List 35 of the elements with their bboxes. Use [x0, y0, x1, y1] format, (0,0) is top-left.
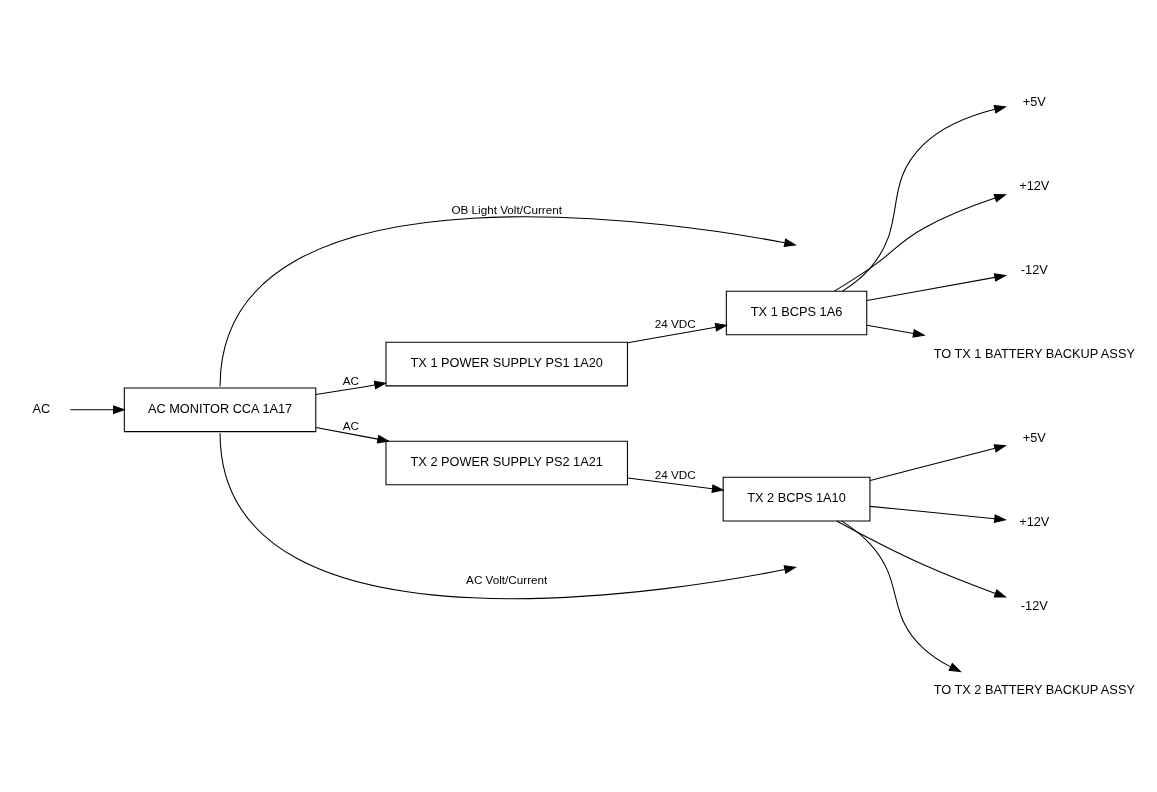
arrow: [315, 380, 388, 395]
arrow: [219, 432, 797, 599]
edge-label: AC: [342, 373, 359, 387]
arrow: [841, 520, 962, 672]
node-text: TO TX 2 BATTERY BACKUP ASSY: [933, 681, 1135, 697]
node-box: AC MONITOR CCA 1A17: [123, 386, 317, 432]
node-text: -12V: [1020, 261, 1048, 277]
node-box: TX 2 BCPS 1A10: [722, 476, 871, 521]
arrow: [836, 519, 1007, 598]
node-text: -12V: [1020, 597, 1048, 613]
arrow: [866, 324, 926, 338]
node-text: AC: [32, 400, 51, 416]
arrow: [842, 104, 1007, 292]
arrow: [219, 215, 797, 387]
arrow: [69, 404, 126, 414]
edge-label: AC Volt/Current: [466, 572, 548, 586]
node-box: TX 2 POWER SUPPLY PS2 1A21: [385, 440, 628, 485]
node-box: TX 1 POWER SUPPLY PS1 1A20: [385, 341, 628, 386]
edge-label: AC: [342, 418, 359, 432]
arrow: [869, 505, 1007, 523]
arrow: [866, 272, 1008, 301]
edge-label: 24 VDC: [654, 467, 696, 481]
arrow: [833, 193, 1007, 292]
arrow: [627, 477, 725, 493]
edge-label: 24 VDC: [654, 316, 696, 330]
node-box: TX 1 BCPS 1A6: [725, 290, 868, 335]
node-text: +12V: [1019, 177, 1050, 193]
node-text: +5V: [1022, 429, 1046, 445]
node-text: TO TX 1 BATTERY BACKUP ASSY: [933, 345, 1135, 361]
node-text: +5V: [1022, 93, 1046, 109]
node-text: +12V: [1019, 513, 1050, 529]
arrow: [315, 426, 391, 443]
arrow: [627, 322, 728, 343]
edge-label: OB Light Volt/Current: [451, 202, 562, 216]
arrow: [869, 443, 1007, 481]
